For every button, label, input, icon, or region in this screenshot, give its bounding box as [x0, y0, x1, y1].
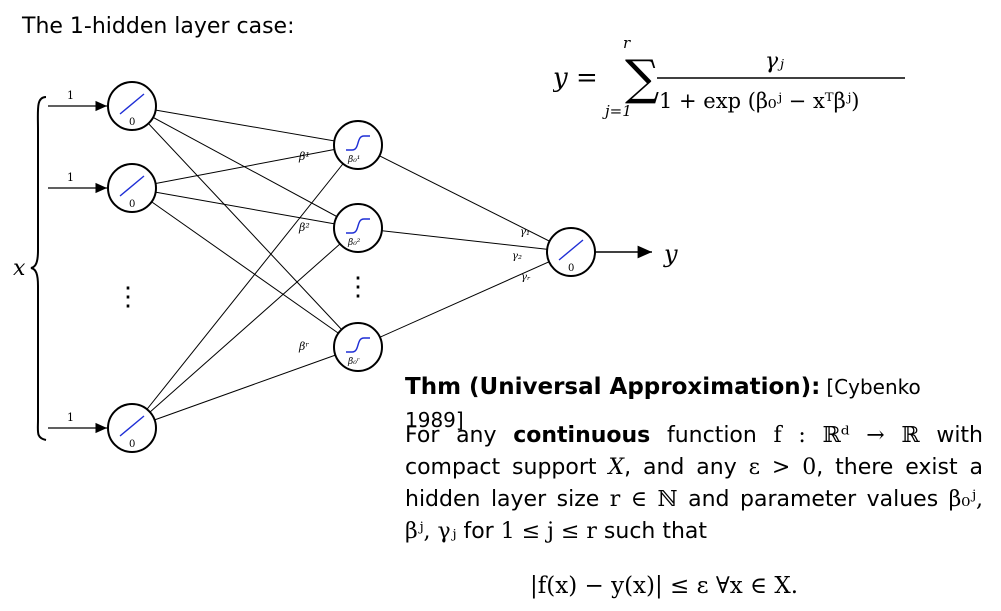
- theorem-title: Thm (Universal Approximation):: [405, 374, 821, 400]
- output-weight-label: γ₂: [512, 251, 522, 262]
- input-hidden-edge: [131, 105, 359, 146]
- theorem-body: For any continuous function f : ℝᵈ → ℝ w…: [405, 423, 984, 544]
- approximation-inequality: |f(x) − y(x)| ≤ ε ∀x ∈ X.: [530, 573, 799, 599]
- input-hidden-edge: [131, 346, 359, 429]
- hidden-weight-label: βʳ: [298, 340, 309, 353]
- sum-upper: r: [623, 36, 631, 52]
- linear-activation-icon: [558, 239, 584, 261]
- hidden-bias-label: β₀¹: [347, 155, 360, 165]
- node-bias-label: 0: [129, 199, 135, 210]
- input-weight-label: 1: [67, 171, 74, 184]
- edge-labels: 1 1 1 β¹ β² βʳ γ₁ γ₂ γᵣ ⋮ ⋮ x y: [13, 89, 678, 424]
- sigmoid-activation-icon: [346, 218, 370, 234]
- input-weight-label: 1: [67, 411, 74, 424]
- theorem-heading: Thm (Universal Approximation):[Cybenko 1…: [405, 371, 983, 437]
- hidden-weight-label: β¹: [298, 150, 310, 163]
- input-hidden-edge: [131, 105, 359, 348]
- node-bias-label: 0: [129, 439, 135, 450]
- vertical-dots: ⋮: [345, 272, 371, 302]
- hidden-output-edge: [357, 251, 572, 348]
- input-hidden-edge: [131, 144, 359, 189]
- connection-edges: [30, 96, 652, 441]
- input-vector-label: x: [13, 256, 26, 281]
- formula-denominator: 1 + exp (β₀ʲ − xᵀβʲ): [659, 89, 859, 113]
- formula-numerator: γⱼ: [765, 49, 784, 74]
- hidden-bias-label: β₀ʳ: [347, 357, 360, 367]
- input-hidden-edge: [131, 187, 359, 229]
- output-label: y: [663, 240, 678, 268]
- formula-lhs: y =: [553, 63, 598, 93]
- neurons: 0 0 0 0 β₀¹ β₀² β₀ʳ: [107, 81, 596, 453]
- hidden-output-edge: [357, 227, 572, 253]
- output-formula: y = ∑ r j=1 γⱼ 1 + exp (β₀ʲ − xᵀβʲ): [553, 36, 905, 120]
- linear-activation-icon: [119, 175, 145, 197]
- hidden-bias-label: β₀²: [347, 238, 361, 248]
- hidden-weight-label: β²: [298, 221, 310, 234]
- input-hidden-edge: [131, 227, 359, 429]
- vertical-dots: ⋮: [115, 282, 141, 312]
- slide-title: The 1-hidden layer case:: [22, 14, 295, 39]
- input-hidden-edge: [131, 144, 359, 429]
- linear-activation-icon: [119, 415, 145, 437]
- linear-activation-icon: [119, 93, 145, 115]
- input-weight-label: 1: [67, 89, 74, 102]
- sigmoid-activation-icon: [346, 135, 370, 151]
- sum-sign-icon: ∑: [625, 50, 659, 106]
- input-hidden-edge: [131, 187, 359, 348]
- theorem-citation: [Cybenko 1989]: [405, 375, 921, 432]
- node-bias-label: 0: [129, 117, 135, 128]
- output-weight-label: γ₁: [520, 227, 530, 238]
- sigmoid-activation-icon: [346, 337, 370, 353]
- input-brace: [30, 96, 47, 441]
- sum-lower: j=1: [602, 102, 632, 120]
- node-bias-label: 0: [568, 263, 574, 274]
- output-weight-label: γᵣ: [521, 272, 531, 283]
- hidden-output-edge: [357, 144, 572, 253]
